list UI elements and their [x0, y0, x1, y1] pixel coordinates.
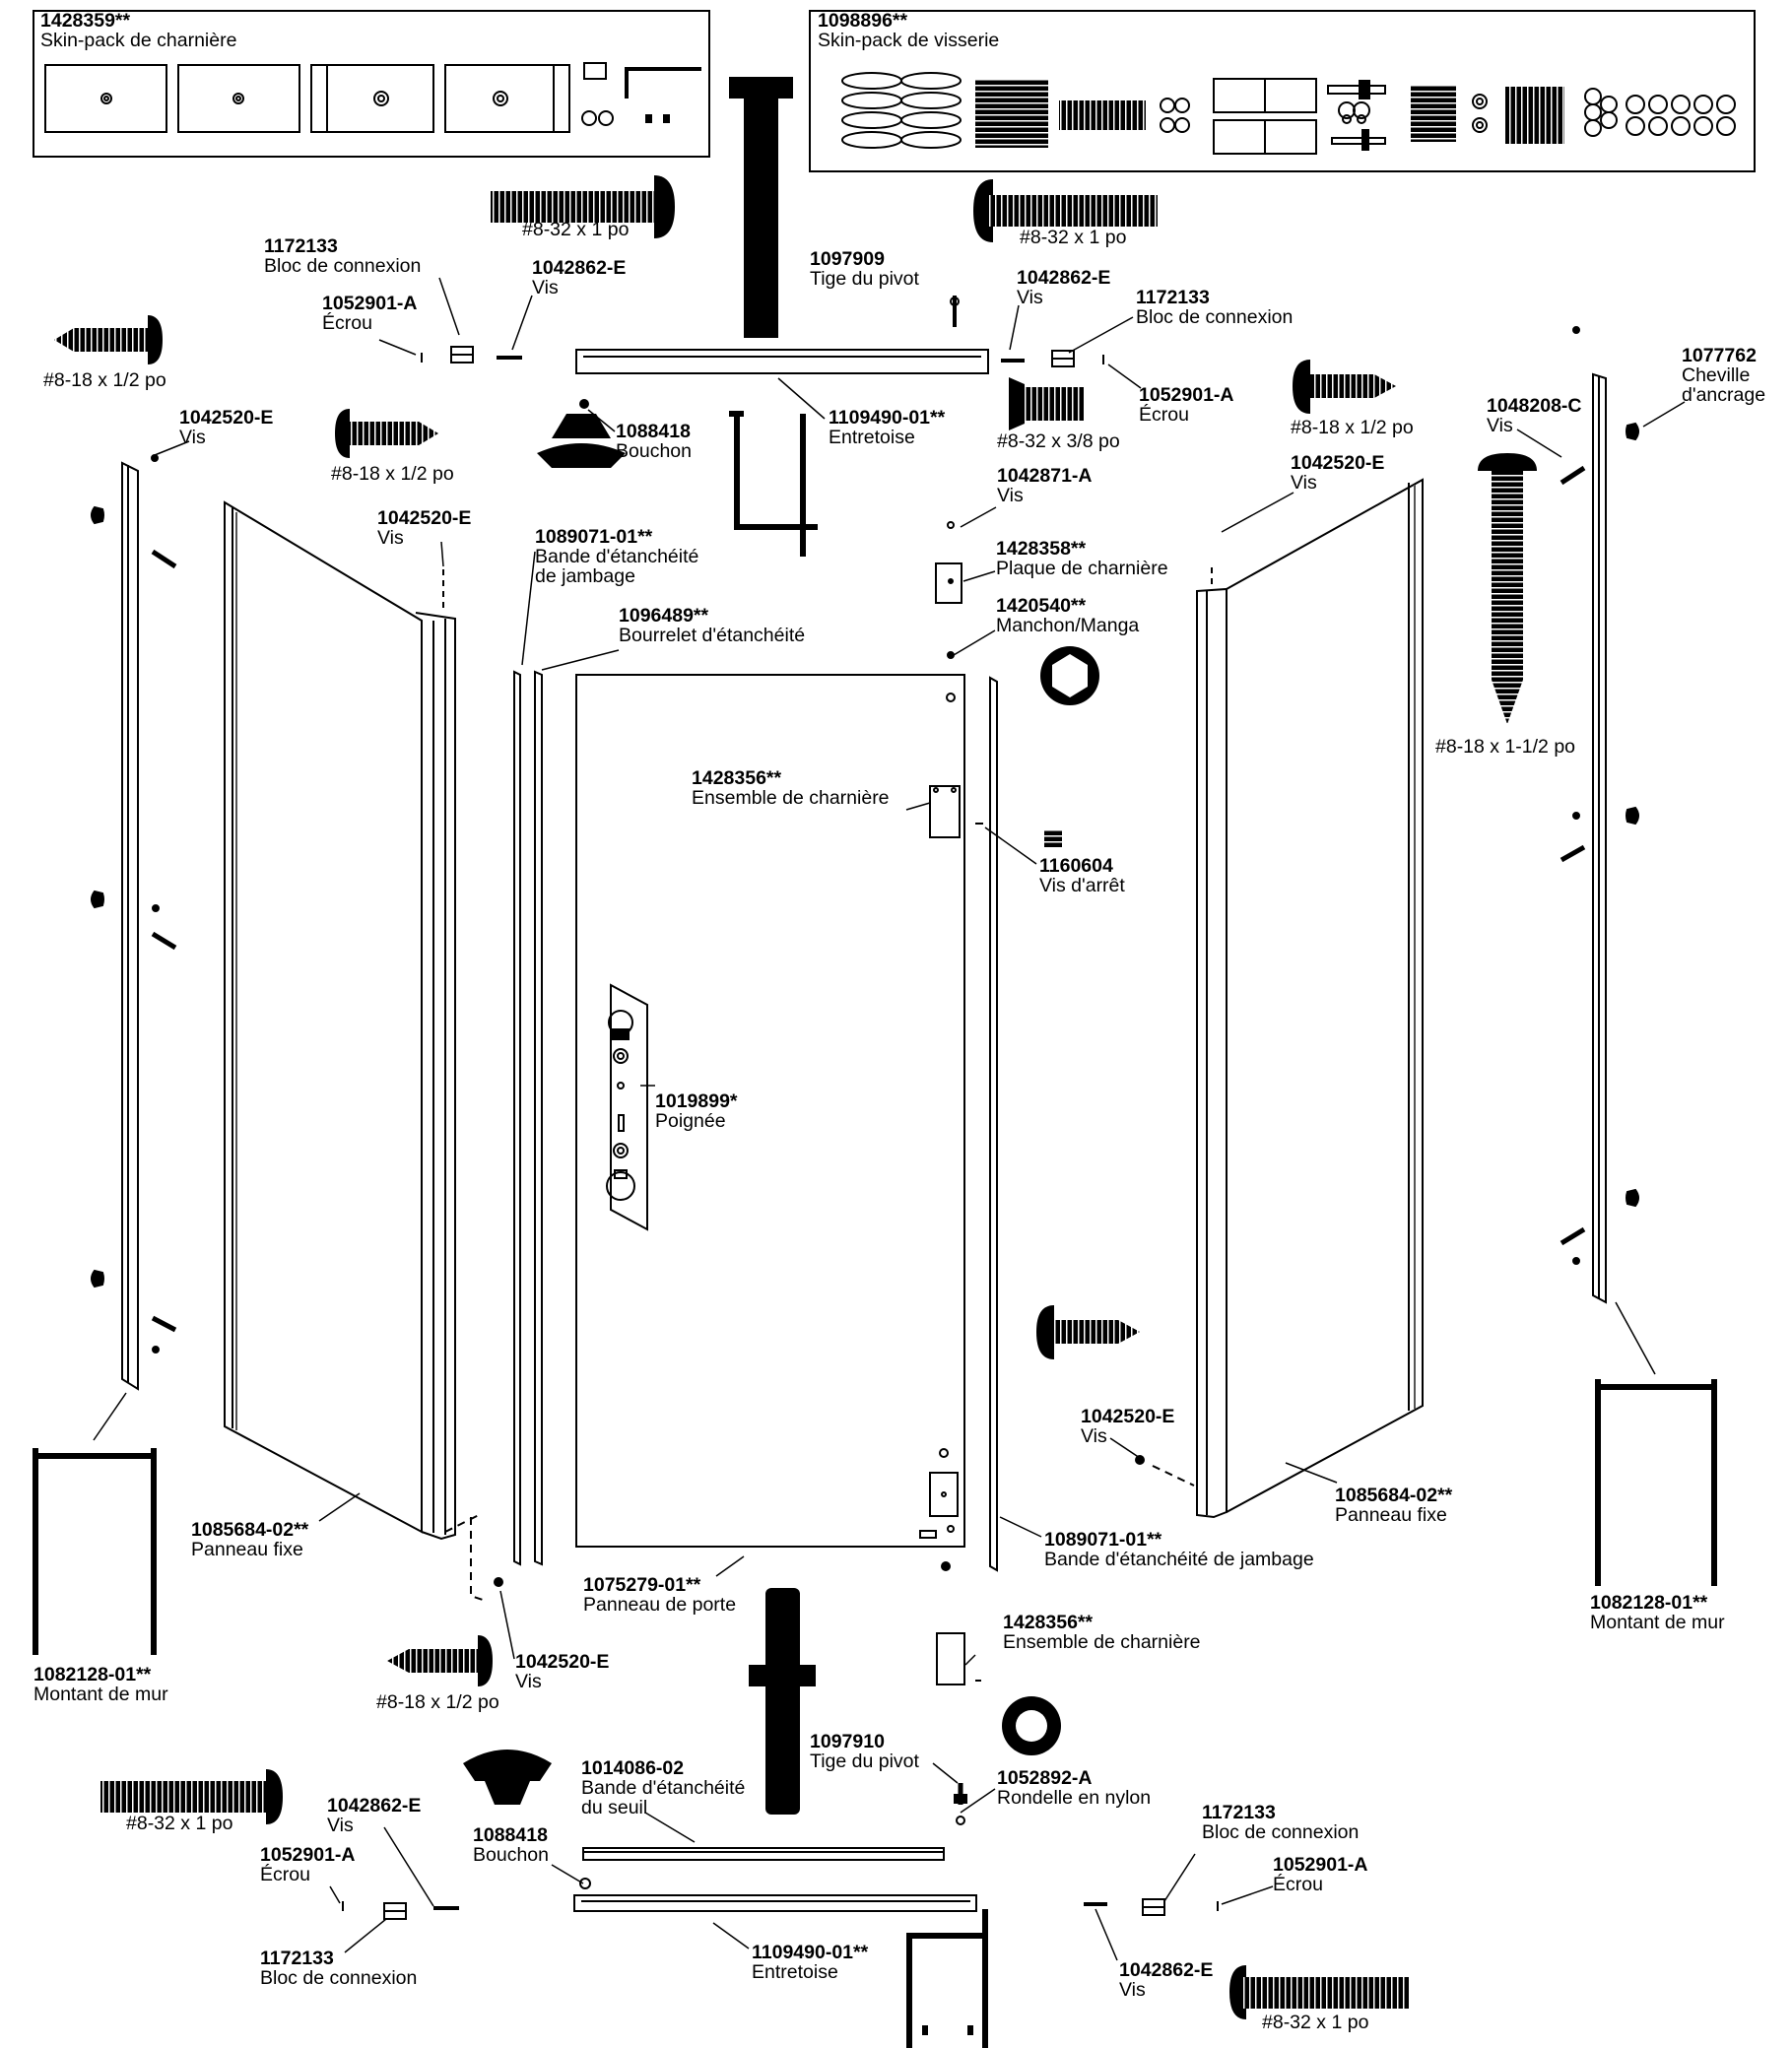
size-top-center-left: #8-32 x 1 po [522, 219, 630, 240]
callout-1428356-bottom: 1428356** Ensemble de charnière [1003, 1612, 1201, 1653]
callout-1172133-top-left: 1172133 Bloc de connexion [264, 235, 422, 277]
callout-1428358: 1428358** Plaque de charnière [996, 538, 1168, 579]
size-mid-left: #8-18 x 1/2 po [331, 463, 454, 485]
callout-1172133-top-right: 1172133 Bloc de connexion [1136, 287, 1294, 328]
callout-1077762: 1077762 Cheville d'ancrage [1682, 345, 1766, 406]
callout-1085684-right: 1085684-02** Panneau fixe [1335, 1485, 1453, 1526]
size-top-right: #8-18 x 1/2 po [1291, 417, 1414, 438]
callout-hinge-pack: 1428359** Skin-pack de charnière [40, 10, 237, 51]
bottom-hinge [936, 1632, 981, 1685]
bottom-spacer-profile [906, 1909, 988, 2048]
hardware-pack-box [809, 10, 1756, 172]
cap-bottom [463, 1750, 591, 1889]
callout-1109490-bottom: 1109490-01** Entretoise [752, 1942, 869, 1983]
sleeve-hex [1040, 646, 1099, 705]
fixed-panel-right [1196, 478, 1424, 1519]
bottom-spacer [573, 1894, 977, 1912]
door-panel [575, 674, 983, 1571]
jamb-seal-left [513, 670, 543, 1566]
callout-1420540: 1420540** Manchon/Manga [996, 595, 1140, 636]
sill-seal [582, 1847, 945, 1861]
callout-1082128-right: 1082128-01** Montant de mur [1590, 1592, 1725, 1633]
size-bottom-mid: #8-18 x 1/2 po [376, 1691, 499, 1713]
set-screw [1044, 830, 1062, 848]
callout-1172133-bottom-left: 1172133 Bloc de connexion [260, 1948, 418, 1989]
size-countersunk: #8-32 x 3/8 po [997, 430, 1120, 452]
screw-8-18-top-left [54, 315, 163, 364]
size-long: #8-18 x 1-1/2 po [1435, 736, 1576, 758]
screw-8-18-lower-right [1036, 1305, 1140, 1359]
callout-1082128-left: 1082128-01** Montant de mur [33, 1664, 168, 1705]
callout-1042520-lower-right: 1042520-E Vis [1081, 1406, 1175, 1447]
fixed-panel-left [224, 500, 456, 1541]
screw-large-8-32-top-right [973, 179, 1158, 242]
callout-1042862-top-right: 1042862-E Vis [1017, 267, 1111, 308]
small-hardware-bottom [342, 567, 1219, 1920]
callout-1014086: 1014086-02 Bande d'étanchéité du seuil [581, 1757, 746, 1818]
size-bottom-left: #8-32 x 1 po [126, 1813, 233, 1834]
callout-1109490-top: 1109490-01** Entretoise [829, 407, 946, 448]
size-top-left: #8-18 x 1/2 po [43, 369, 166, 391]
callout-1097910: 1097910 Tige du pivot [810, 1731, 919, 1772]
screw-8-18-bottom [387, 1635, 493, 1686]
callout-1160604: 1160604 Vis d'arrêt [1039, 855, 1125, 896]
screw-large-8-32-top-left [491, 175, 675, 238]
wall-jamb-left [91, 454, 177, 1391]
callout-1172133-bottom-right: 1172133 Bloc de connexion [1202, 1802, 1360, 1843]
callout-1052901-bottom-left: 1052901-A Écrou [260, 1844, 356, 1885]
size-top-center-right: #8-32 x 1 po [1020, 227, 1127, 248]
bottom-pivot-post [749, 1588, 816, 1815]
screw-long-8-18 [1478, 453, 1537, 724]
callout-1042520-left: 1042520-E Vis [179, 407, 274, 448]
callout-1042862-bottom-right: 1042862-E Vis [1119, 1959, 1214, 2001]
leader-lines [93, 277, 1686, 1961]
callout-1042520-right: 1042520-E Vis [1291, 452, 1385, 494]
callout-1042862-top-left: 1042862-E Vis [532, 257, 627, 298]
callout-1048208: 1048208-C Vis [1487, 395, 1582, 436]
cap-top [537, 399, 626, 468]
callout-1042520-bottom: 1042520-E Vis [515, 1651, 610, 1692]
wall-jamb-right [1560, 326, 1639, 1304]
bottom-pivot-small [954, 1783, 967, 1825]
top-spacer-profile [729, 411, 818, 557]
screw-8-18-top-right [1293, 360, 1396, 414]
screw-countersunk-8-32 [1009, 377, 1084, 430]
nylon-washer [1002, 1696, 1061, 1755]
jamb-seal-right [989, 676, 998, 1572]
small-hardware-top [421, 296, 1104, 367]
callout-1042871: 1042871-A Vis [997, 465, 1093, 506]
screw-8-18-mid-left [335, 409, 438, 458]
callout-hardware-pack: 1098896** Skin-pack de visserie [818, 10, 1000, 51]
callout-1042862-bottom-left: 1042862-E Vis [327, 1795, 422, 1836]
hinge-plate [935, 521, 962, 659]
screw-large-8-32-bottom-right [1229, 1965, 1409, 2019]
callout-1042520-mid: 1042520-E Vis [377, 507, 472, 549]
top-spacer [575, 349, 989, 374]
callout-1089071-bottom: 1089071-01** Bande d'étanchéité de jamba… [1044, 1529, 1314, 1570]
hinge-pack-box [33, 10, 710, 158]
callout-1097909: 1097909 Tige du pivot [810, 248, 919, 290]
callout-1052901-bottom-right: 1052901-A Écrou [1273, 1854, 1368, 1895]
callout-1075279: 1075279-01** Panneau de porte [583, 1574, 737, 1616]
callout-1052892: 1052892-A Rondelle en nylon [997, 1767, 1152, 1809]
callout-1428356-top: 1428356** Ensemble de charnière [692, 767, 890, 809]
screw-large-8-32-bottom-left [100, 1769, 283, 1824]
callout-1052901-top-left: 1052901-A Écrou [322, 293, 418, 334]
callout-1019899: 1019899* Poignée [655, 1090, 738, 1132]
callout-1088418-top: 1088418 Bouchon [616, 421, 692, 462]
callout-1088418-bottom: 1088418 Bouchon [473, 1824, 549, 1866]
callout-1085684-left: 1085684-02** Panneau fixe [191, 1519, 309, 1560]
callout-1096489: 1096489** Bourrelet d'étanchéité [619, 605, 806, 646]
callout-1089071-top: 1089071-01** Bande d'étanchéité de jamba… [535, 526, 699, 587]
wall-jamb-profile-left [33, 1448, 157, 1655]
size-bottom-right: #8-32 x 1 po [1262, 2012, 1369, 2033]
callout-1052901-top-right: 1052901-A Écrou [1139, 384, 1234, 426]
top-pivot-pin-large [729, 77, 793, 338]
wall-jamb-profile-right [1595, 1379, 1717, 1586]
